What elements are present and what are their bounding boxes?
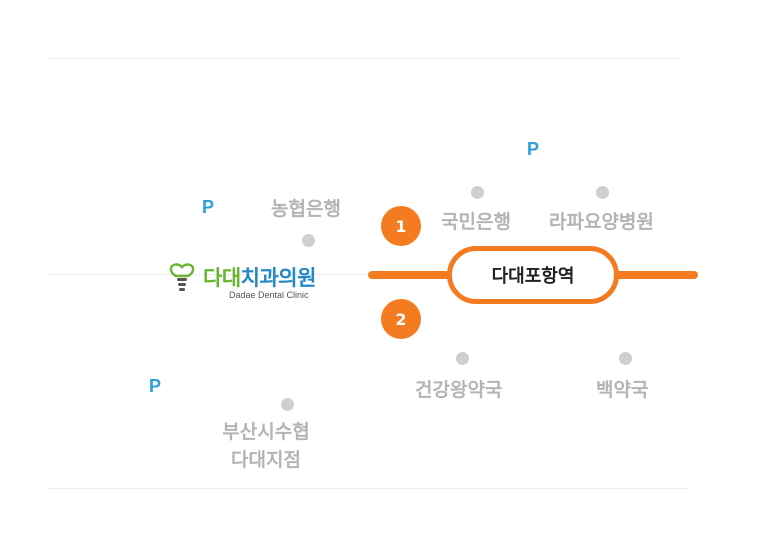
exit-1-marker[interactable]: 1 — [381, 206, 421, 246]
suhyup-dot — [281, 398, 294, 411]
landmark-suhyup-label: 부산시수협 다대지점 — [222, 421, 310, 471]
road-bottom — [48, 488, 688, 489]
subway-line-right — [608, 271, 698, 279]
kookmin-dot — [471, 186, 484, 199]
clinic-subtitle: Dadae Dental Clinic — [229, 290, 309, 300]
geongang-dot — [456, 352, 469, 365]
landmark-kookmin-label: 국민은행 — [441, 211, 511, 233]
station-name: 다대포항역 — [491, 266, 575, 287]
exit-2-label: 2 — [395, 309, 407, 329]
subway-line-left — [368, 271, 458, 279]
parking-marker-top: P — [527, 139, 540, 159]
road-top — [48, 58, 680, 59]
exit-1-label: 1 — [395, 216, 407, 236]
nonghyup-dot — [302, 234, 315, 247]
parking-marker-bottom-left: P — [149, 376, 162, 396]
tooth-implant-icon — [169, 263, 195, 291]
clinic-logo[interactable]: 다대치과의원 Dadae Dental Clinic — [168, 262, 348, 304]
clinic-name-part2: 치과의원 — [240, 266, 317, 290]
lapa-dot — [596, 186, 609, 199]
station-marker[interactable]: 다대포항역 — [447, 246, 619, 304]
clinic-name-part1: 다대 — [203, 266, 241, 290]
clinic-name: 다대치과의원 — [203, 262, 316, 292]
baek-dot — [619, 352, 632, 365]
landmark-lapa-label: 라파요양병원 — [549, 211, 654, 233]
landmark-baek-label: 백약국 — [596, 379, 649, 401]
road-middle — [48, 274, 368, 275]
landmark-geongang-label: 건강왕약국 — [415, 379, 503, 401]
landmark-nonghyup-label: 농협은행 — [271, 198, 341, 220]
exit-2-marker[interactable]: 2 — [381, 299, 421, 339]
parking-marker-left: P — [202, 197, 215, 217]
